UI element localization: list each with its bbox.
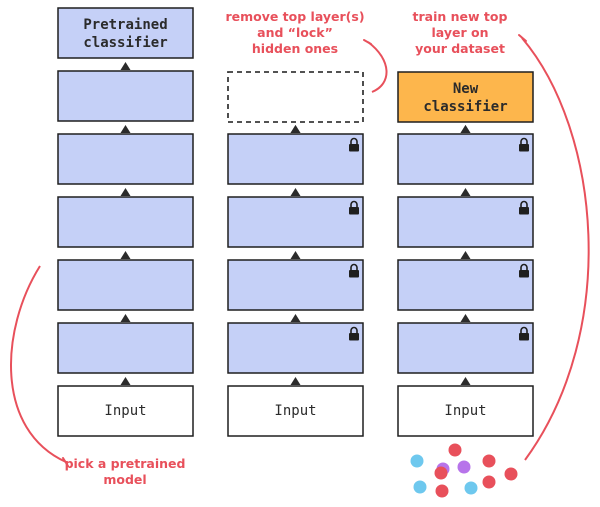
hidden-layer [227,133,364,185]
top-box-classifier: Pretrained classifier [57,7,194,59]
annotations: remove top layer(s)and “lock”hidden ones… [10,9,590,487]
hidden-layer [57,322,194,374]
box-label: classifier [83,35,167,51]
lock-icon [349,263,359,278]
dataset-dots [410,443,518,498]
hidden-layer [57,70,194,122]
box-label: classifier [423,99,507,115]
hidden-layer [397,322,534,374]
arrow-up-icon [120,251,131,259]
arrow-up-icon [120,125,131,133]
arrow-up-icon [120,188,131,196]
pick-pretrained-annotation-line: model [103,472,146,487]
dataset-dot [410,454,424,468]
arrow-up-icon [120,62,131,70]
box-label: New [453,81,479,97]
arrow-up-icon [460,251,471,259]
arrow-up-icon [460,188,471,196]
input-box: Input [57,385,194,437]
dataset-dot [435,484,449,498]
hidden-layer [397,196,534,248]
pick-pretrained-pointer [10,265,67,463]
lock-icon [519,263,529,278]
pick-pretrained-annotation-line: pick a pretrained [65,456,186,471]
lock-icon [519,137,529,152]
remove-top-annotation: remove top layer(s)and “lock”hidden ones [225,9,364,56]
arrow-up-icon [460,314,471,322]
remove-top-annotation-line: hidden ones [252,41,338,56]
input-label: Input [274,403,316,419]
dataset-dot [448,443,462,457]
lock-icon [519,200,529,215]
top-box-removed [227,71,364,123]
arrow-up-icon [290,251,301,259]
hidden-layer [397,133,534,185]
arrow-up-icon [460,377,471,385]
lock-icon [349,326,359,341]
train-new-annotation-line: your dataset [415,41,505,56]
input-label: Input [104,403,146,419]
lock-icon [519,326,529,341]
train-new-pointer [521,37,590,461]
hidden-layer [397,259,534,311]
box-label: Pretrained [83,17,167,33]
train-new-annotation-line: layer on [432,25,489,40]
hidden-layer [57,133,194,185]
top-box-new-classifier: New classifier [397,71,534,123]
dataset-dot [457,460,471,474]
column-locked-model: Input [227,71,364,437]
arrow-up-icon [460,125,471,133]
arrow-up-icon [290,314,301,322]
hidden-layer [227,259,364,311]
dataset-dot [482,454,496,468]
input-box: Input [397,385,534,437]
input-label: Input [444,403,486,419]
train-new-annotation-line: train new top [413,9,508,24]
remove-top-pointer [367,41,388,93]
remove-top-annotation-line: remove top layer(s) [225,9,364,24]
dataset-dot [413,480,427,494]
lock-icon [349,137,359,152]
dataset-dot [434,466,448,480]
hidden-layer [227,196,364,248]
remove-top-annotation-line: and “lock” [257,25,333,40]
arrow-up-icon [120,377,131,385]
hidden-layer [227,322,364,374]
dataset-dot [504,467,518,481]
arrow-up-icon [290,377,301,385]
dataset-dot [482,475,496,489]
arrow-up-icon [290,125,301,133]
arrow-up-icon [290,188,301,196]
hidden-layer [57,259,194,311]
arrow-up-icon [120,314,131,322]
hidden-layer [57,196,194,248]
lock-icon [349,200,359,215]
input-box: Input [227,385,364,437]
dataset-dot [464,481,478,495]
